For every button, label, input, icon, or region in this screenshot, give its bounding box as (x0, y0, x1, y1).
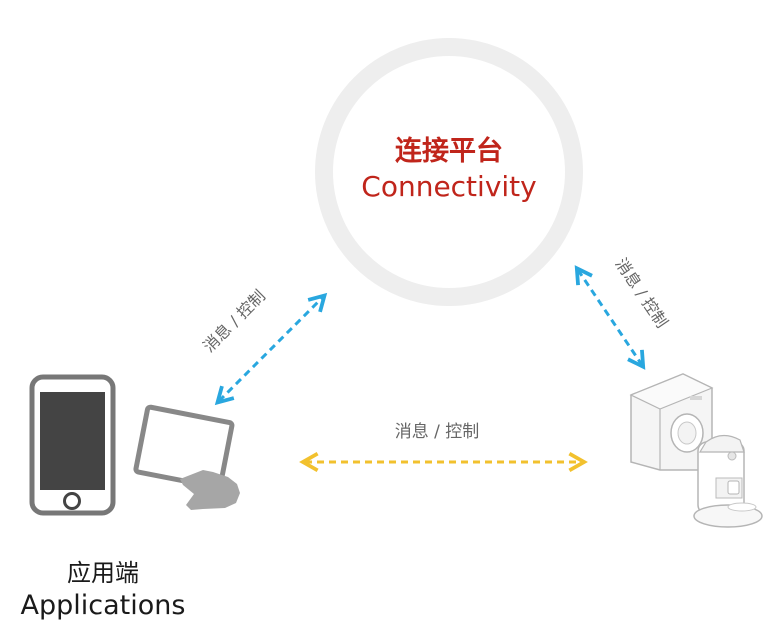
platform-ring (315, 38, 583, 306)
right-link-label: 消息 / 控制 (611, 255, 671, 332)
bottom-link-label: 消息 / 控制 (395, 422, 480, 442)
smartphone-icon (29, 374, 116, 516)
applications-title-en: Applications (21, 590, 186, 621)
platform-title-cn: 连接平台 (395, 135, 503, 167)
platform-title-en: Connectivity (361, 170, 536, 203)
tablet-touch-icon (133, 404, 240, 510)
applications-title-cn: 应用端 (67, 559, 139, 587)
left-link-label: 消息 / 控制 (199, 286, 269, 356)
coffee-machine-icon (693, 434, 763, 528)
left-link-arrow (214, 292, 328, 406)
